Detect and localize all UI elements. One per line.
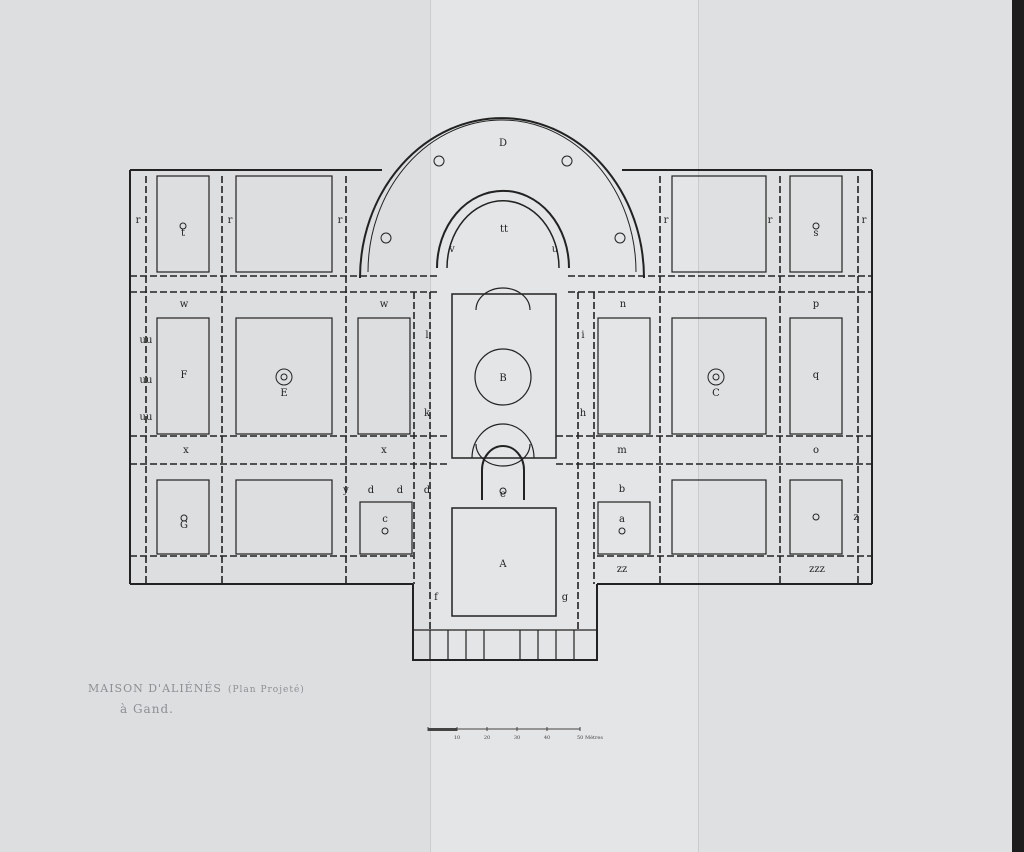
scale-tick-40: 40 (544, 735, 550, 741)
label-g: g (562, 592, 569, 603)
label-tt: tt (500, 224, 508, 235)
label-u: u (552, 244, 559, 255)
label-m: m (617, 445, 627, 456)
label-C: C (712, 388, 720, 399)
label-a: a (619, 514, 625, 525)
scale-tick-50: 50 Mètres (577, 734, 603, 741)
scale-bar: 10 20 30 40 50 Mètres (427, 727, 603, 741)
caption-place: à Gand. (120, 702, 174, 716)
page-edge (1012, 0, 1024, 852)
caption-title: MAISON D'ALIÉNÉS (88, 682, 222, 695)
label-i: i (581, 330, 584, 341)
label-r-3: r (338, 215, 343, 226)
label-uu-2: uu (140, 375, 153, 386)
label-l: l (425, 330, 428, 341)
label-d-1: d (368, 485, 375, 496)
labels: D tt v u r r r r r r t s w w n p uu uu u… (136, 138, 867, 603)
label-r-1: r (136, 215, 141, 226)
label-uu-3: uu (140, 412, 153, 423)
label-r-4: r (664, 215, 669, 226)
label-d-3: d (424, 485, 431, 496)
label-x-2: x (381, 445, 387, 456)
label-B: B (499, 373, 506, 384)
label-b: b (619, 484, 625, 495)
label-r-2: r (228, 215, 233, 226)
plan-structure (129, 117, 873, 661)
label-y: y (342, 485, 349, 496)
label-t: t (181, 228, 185, 239)
label-w-1: w (180, 299, 189, 310)
label-F: F (181, 370, 188, 381)
label-r-6: r (862, 215, 867, 226)
label-k: k (424, 408, 431, 419)
label-G: G (180, 520, 188, 531)
label-x-1: x (183, 445, 189, 456)
scale-tick-20: 20 (484, 735, 490, 741)
label-d-2: d (397, 485, 404, 496)
label-f: f (434, 592, 439, 603)
label-c: c (382, 514, 388, 525)
label-E: E (280, 388, 287, 399)
caption-subtitle: (Plan Projeté) (227, 685, 305, 695)
label-zz: zz (617, 564, 628, 575)
label-D: D (499, 138, 507, 149)
label-w-2: w (380, 299, 389, 310)
label-s: s (813, 228, 818, 239)
label-r-5: r (768, 215, 773, 226)
label-n: n (620, 299, 627, 310)
label-e: e (500, 489, 506, 500)
label-q: q (813, 370, 820, 381)
plan-caption: MAISON D'ALIÉNÉS (Plan Projeté) à Gand. (88, 677, 305, 716)
label-zzz: zzz (809, 564, 825, 575)
middle-panel (430, 0, 698, 852)
fold-line-right (698, 0, 699, 852)
fountain-symbols (179, 155, 820, 535)
corridor-lines (130, 176, 872, 630)
label-h: h (580, 408, 587, 419)
right-panel (698, 0, 1012, 852)
scale-tick-30: 30 (514, 735, 520, 741)
label-p: p (813, 299, 819, 310)
label-v: v (448, 244, 455, 255)
label-uu-1: uu (140, 335, 153, 346)
scale-tick-10: 10 (454, 735, 460, 741)
label-z: z (853, 512, 858, 523)
label-o: o (813, 445, 819, 456)
label-A: A (498, 559, 507, 570)
